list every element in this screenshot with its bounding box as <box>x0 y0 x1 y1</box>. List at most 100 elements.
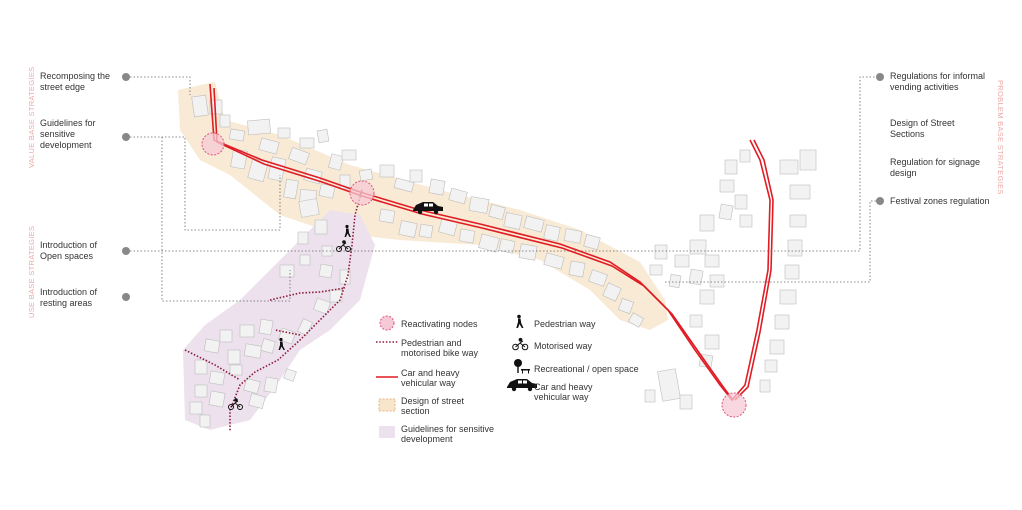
building-footprint <box>299 254 311 266</box>
building-footprint <box>358 168 374 182</box>
building-footprint <box>418 223 434 239</box>
category-label-problem: PROBLEM BASE STRATEGIES <box>996 80 1005 195</box>
building-footprint <box>458 228 476 244</box>
building-footprint <box>764 359 778 373</box>
building-footprint <box>774 314 790 330</box>
building-footprint <box>588 269 608 287</box>
building-footprint <box>316 128 330 144</box>
building-footprint <box>679 394 693 410</box>
building-footprint <box>602 282 622 302</box>
building-footprint <box>704 334 720 350</box>
legend-label-car-way: Car and heavy vehicular way <box>401 368 460 388</box>
building-footprint <box>219 114 231 128</box>
building-footprint <box>523 215 545 233</box>
building-footprint <box>379 164 395 178</box>
legend-label-sensitive: Guidelines for sensitive development <box>401 424 495 444</box>
building-footprint <box>724 159 738 175</box>
building-footprint <box>779 289 797 305</box>
building-footprint <box>498 238 516 254</box>
legend-label-motorised: Motorised way <box>534 341 593 351</box>
building-footprint <box>718 203 734 221</box>
strategy-item-vending: Regulations for informal vending activit… <box>890 71 986 92</box>
building-footprint <box>227 349 241 365</box>
building-footprint <box>248 393 266 409</box>
building-footprint <box>674 254 690 268</box>
building-footprint <box>769 339 785 355</box>
reactivating-node <box>349 180 375 206</box>
building-footprint <box>699 289 715 305</box>
legend-label-car: Car and heavy vehicular way <box>534 382 593 402</box>
building-footprint <box>263 376 279 394</box>
legend-label-recreational: Recreational / open space <box>534 364 639 374</box>
strategy-item-recomposing: Recomposing the street edge <box>40 71 111 92</box>
car-icon <box>413 202 443 215</box>
strategy-item-festival: Festival zones regulation <box>890 196 990 206</box>
building-footprint <box>478 233 500 253</box>
building-footprint <box>704 254 720 268</box>
building-footprint <box>229 364 243 376</box>
building-footprint <box>239 324 255 338</box>
building-footprint <box>657 368 681 402</box>
building-footprint <box>194 384 208 398</box>
building-footprint <box>563 228 583 244</box>
building-footprint <box>277 127 291 139</box>
reactivating-node <box>721 392 747 418</box>
building-footprint <box>298 198 320 218</box>
building-footprint <box>448 187 468 205</box>
building-footprint <box>468 196 490 214</box>
motorbike-icon <box>336 240 351 252</box>
building-footprint <box>279 264 295 278</box>
building-footprint <box>328 153 344 171</box>
strategy-item-guidelines: Guidelines for sensitive development <box>40 118 96 150</box>
building-footprint <box>709 274 725 288</box>
building-footprint <box>699 214 715 232</box>
bench-tree-icon <box>514 359 530 374</box>
building-footprint <box>191 94 209 118</box>
building-footprint <box>689 239 707 255</box>
pedestrian-icon <box>516 314 524 328</box>
building-footprint <box>318 263 334 279</box>
building-footprint <box>243 343 263 359</box>
building-footprint <box>203 338 221 354</box>
building-footprint <box>318 183 336 199</box>
building-footprint <box>409 169 423 183</box>
building-footprint <box>688 268 704 286</box>
building-footprint <box>378 208 396 224</box>
building-footprint <box>219 329 233 343</box>
building-footprint <box>668 273 682 289</box>
building-footprint <box>243 378 261 394</box>
building-footprint <box>194 359 208 375</box>
building-footprint <box>543 252 565 270</box>
building-footprint <box>799 149 817 171</box>
building-footprint <box>208 370 226 386</box>
building-footprint <box>759 379 771 393</box>
building-footprint <box>617 297 635 315</box>
building-footprint <box>488 204 506 220</box>
reactivating-node <box>201 132 225 156</box>
building-footprint <box>428 178 446 196</box>
strategy-item-street-sections: Design of Street Sections <box>890 118 955 139</box>
building-footprint <box>297 231 309 245</box>
building-footprint <box>247 118 271 136</box>
building-footprint <box>260 338 276 354</box>
strategy-bullet <box>122 293 130 301</box>
building-footprint <box>789 184 811 200</box>
building-footprint <box>258 318 274 336</box>
building-footprint <box>739 149 751 163</box>
building-footprint <box>787 239 803 257</box>
category-label-use: USE BASE STRATEGIES <box>27 225 36 318</box>
building-footprint <box>583 234 601 250</box>
pedestrian-bike-paths <box>184 189 363 432</box>
building-footprint <box>283 368 297 382</box>
building-footprint <box>189 401 203 415</box>
car-icon <box>507 379 537 392</box>
building-footprint <box>784 264 800 280</box>
building-footprint <box>543 224 561 242</box>
strategy-bullet <box>876 197 884 205</box>
reactivating-node-symbol <box>379 315 395 331</box>
building-footprints <box>189 94 817 428</box>
legend-label-nodes: Reactivating nodes <box>401 319 478 329</box>
building-footprint <box>779 159 799 175</box>
street-section-swatch <box>378 398 396 412</box>
building-footprint <box>654 244 668 260</box>
